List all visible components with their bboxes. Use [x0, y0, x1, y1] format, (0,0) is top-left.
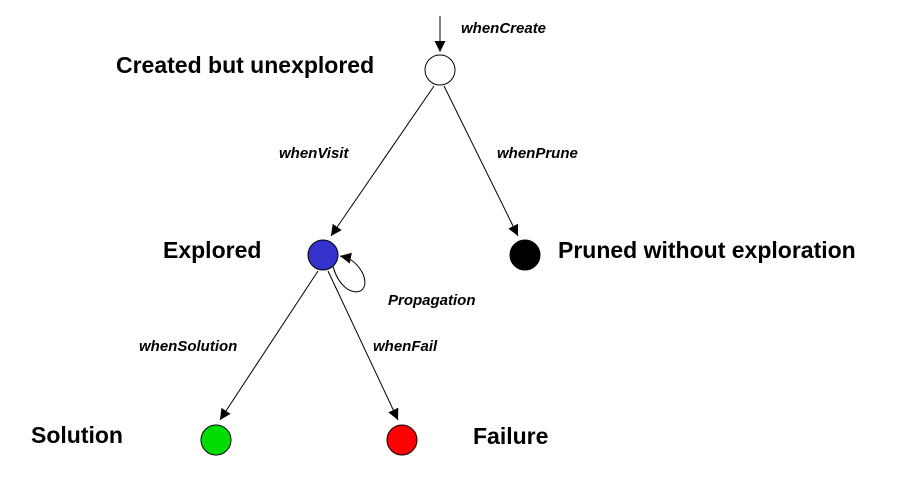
when-fail-arrow	[327, 270, 399, 421]
solution-state-label: Solution	[31, 422, 123, 448]
failure-state-node	[386, 424, 418, 456]
pruned-state-node	[509, 239, 541, 271]
when-solution-label: whenSolution	[139, 338, 237, 355]
created-state-node	[424, 54, 456, 86]
when-prune-label: whenPrune	[497, 145, 578, 162]
propagation-label: Propagation	[388, 292, 476, 309]
when-visit-label: whenVisit	[279, 145, 349, 162]
when-fail-label: whenFail	[373, 338, 438, 355]
when-visit-arrow	[330, 85, 435, 237]
solution-state-node	[200, 424, 232, 456]
explored-state-node	[307, 239, 339, 271]
when-solution-arrow	[219, 270, 319, 421]
propagation-loop-arrow	[331, 252, 366, 293]
failure-state-label: Failure	[473, 423, 548, 449]
when-prune-arrow	[443, 85, 519, 237]
explored-state-label: Explored	[163, 237, 261, 263]
when-create-label: whenCreate	[461, 20, 546, 37]
created-state-label: Created but unexplored	[116, 52, 374, 78]
pruned-state-label: Pruned without exploration	[558, 237, 856, 263]
